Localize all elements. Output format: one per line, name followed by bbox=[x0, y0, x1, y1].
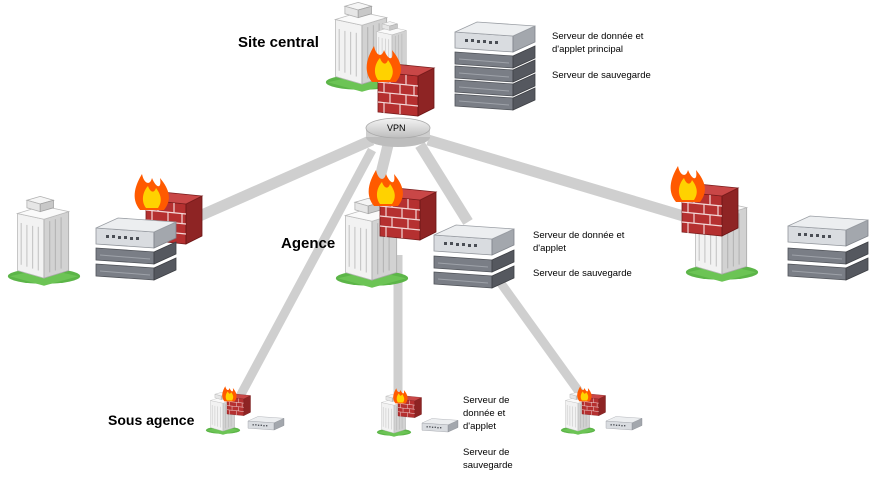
server-rack-icon bbox=[454, 21, 536, 111]
link-agence-servers bbox=[415, 142, 473, 225]
vpn-router-icon bbox=[365, 117, 431, 147]
agence-title: Agence bbox=[281, 235, 336, 252]
agence-server-caption-line-2: d'applet bbox=[533, 243, 566, 254]
site-central bbox=[325, 1, 536, 117]
sous-agence-caption-line-2: donnée et bbox=[463, 408, 506, 419]
server-icon bbox=[605, 416, 643, 431]
sous-agence-caption-line-3: d'applet bbox=[463, 421, 496, 432]
central-server-caption: Serveur de donnée et d'applet principal bbox=[552, 30, 643, 56]
server-rack-icon bbox=[787, 215, 869, 281]
agence-server-caption: Serveur de donnée et d'applet bbox=[533, 229, 624, 255]
central-server-caption-line-1: Serveur de donnée et bbox=[552, 31, 644, 42]
link-sous-agence-right bbox=[496, 279, 589, 403]
building-icon bbox=[7, 195, 81, 287]
firewall-icon bbox=[670, 165, 739, 237]
vpn-label: VPN bbox=[387, 123, 406, 133]
sous-agence-backup-caption: Serveur de sauvegarde bbox=[463, 446, 513, 472]
sous-agence-right bbox=[560, 386, 643, 435]
sous-agence-middle bbox=[376, 388, 459, 437]
agence-middle bbox=[335, 169, 515, 289]
server-rack-icon bbox=[433, 224, 515, 289]
sous-agence-title: Sous agence bbox=[108, 412, 195, 428]
sous-agence-backup-line-1: Serveur de bbox=[463, 447, 510, 458]
agence-server-caption-line-1: Serveur de donnée et bbox=[533, 230, 625, 241]
server-rack-icon bbox=[95, 217, 177, 281]
sous-agence-caption-line-1: Serveur de bbox=[463, 395, 510, 406]
server-icon bbox=[421, 418, 459, 433]
sous-agence-backup-line-2: sauvegarde bbox=[463, 460, 513, 471]
server-icon bbox=[247, 416, 285, 431]
central-server-caption-line-2: d'applet principal bbox=[552, 44, 623, 55]
central-backup-caption: Serveur de sauvegarde bbox=[552, 70, 651, 81]
agence-right bbox=[670, 165, 869, 283]
agence-left bbox=[7, 173, 203, 287]
sous-agence-server-caption: Serveur de donnée et d'applet bbox=[463, 394, 509, 433]
agence-backup-caption: Serveur de sauvegarde bbox=[533, 268, 632, 279]
link-sous-agence-left bbox=[234, 147, 376, 403]
link-right-agence bbox=[426, 134, 692, 224]
site-central-title: Site central bbox=[238, 34, 319, 51]
link-left-agence bbox=[192, 134, 375, 224]
